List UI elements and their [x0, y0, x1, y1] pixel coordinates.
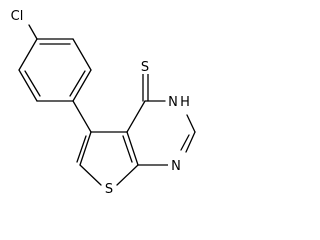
bond-c3-c4-inner [69, 70, 86, 97]
label-bg-cl [4, 6, 30, 24]
bond-c2-c3 [72, 38, 92, 71]
label-bg-thione-s [138, 58, 152, 74]
label-bg-nh [166, 93, 194, 111]
bond-c5-c6-inner [24, 70, 41, 97]
thione-sulfur-label: S [141, 60, 149, 75]
bond-c4a-c4 [126, 100, 146, 133]
bond-c5t-c6t [79, 131, 92, 166]
bond-s7-c7a [116, 164, 139, 186]
label-bg-thiophene-s [102, 180, 116, 196]
bond-c6-c1 [18, 38, 38, 71]
nh-hydrogen-label: H [180, 95, 190, 110]
bond-n3-c2 [186, 114, 196, 133]
molecule-diagram: Cl S N H N S [4, 6, 196, 197]
bond-phenyl-thiophene [72, 100, 92, 133]
thiophene-ring [76, 131, 139, 186]
bond-c7a-c4a [126, 131, 139, 166]
atom-labels: Cl S N H N S [4, 6, 194, 197]
bond-c6t-s7 [79, 164, 102, 186]
bond-c2-n1-inner [180, 134, 190, 151]
thione-group [142, 73, 149, 102]
bond-c5-c6 [18, 69, 38, 102]
bond-c2-n1 [185, 131, 196, 153]
bond-c5t-c6t-inner [76, 135, 87, 163]
bond-c7a-c4a-inner [122, 135, 133, 163]
bond-c3-c4 [72, 69, 92, 102]
nh-nitrogen-label: N [168, 95, 178, 110]
label-bg-ring-n [168, 157, 184, 175]
bond-cl-c1 [28, 24, 38, 40]
chlorine-label: Cl [11, 9, 24, 24]
ring-nitrogen-label: N [171, 159, 181, 174]
thiophene-sulfur-label: S [105, 182, 113, 197]
chlorophenyl-ring [18, 24, 92, 102]
